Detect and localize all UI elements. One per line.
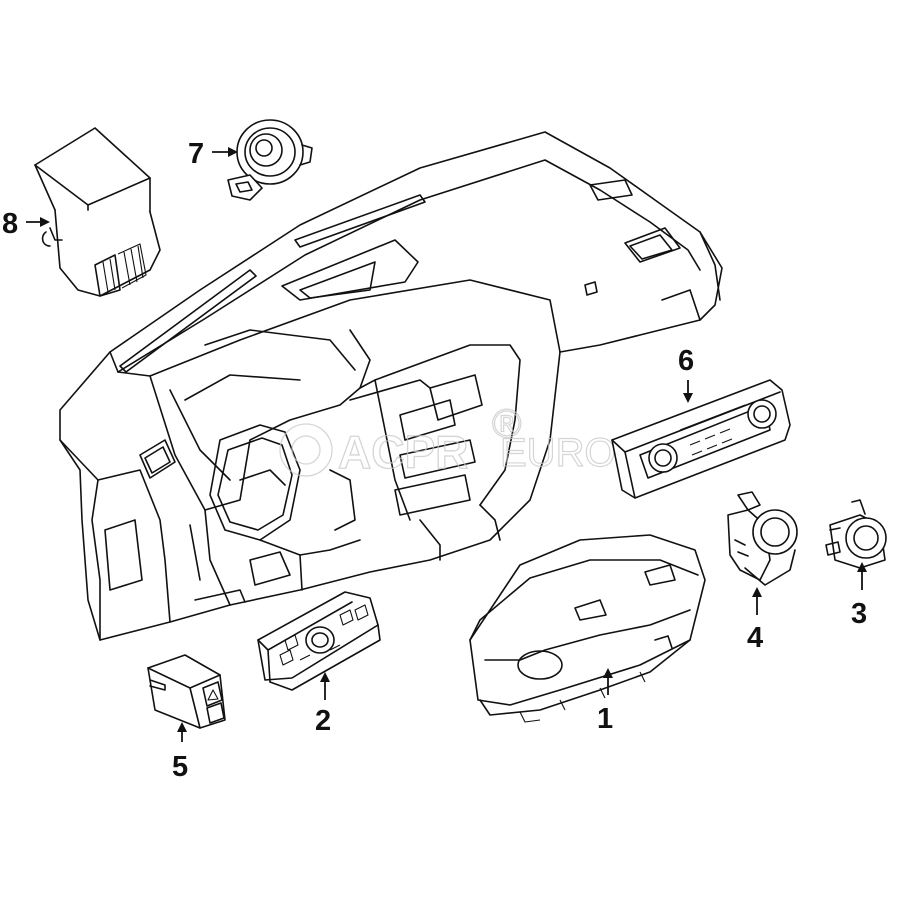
watermark-primary: ACPR <box>338 426 468 478</box>
callout-4: 4 <box>747 622 763 654</box>
callout-6: 6 <box>678 345 694 377</box>
watermark-secondary: EURO <box>500 431 616 475</box>
part-6-climate-control-panel <box>611 379 791 499</box>
arrow-4 <box>752 587 762 615</box>
arrow-3 <box>857 562 867 590</box>
callout-8: 8 <box>2 208 18 240</box>
part-1-instrument-cluster <box>469 534 706 723</box>
watermark-mark: ® <box>492 402 521 446</box>
dashboard-illustration <box>59 131 723 641</box>
watermark-logo-icon <box>279 423 333 477</box>
arrow-2 <box>320 672 330 700</box>
watermark: ACPR EURO ® <box>279 401 616 479</box>
callout-arrows <box>26 147 867 742</box>
part-5-hazard-switch <box>147 654 226 729</box>
callout-7: 7 <box>188 138 204 170</box>
callout-5: 5 <box>172 751 188 783</box>
callout-2: 2 <box>315 705 331 737</box>
arrow-5 <box>177 722 187 742</box>
part-2-headlight-switch <box>257 591 381 691</box>
callout-3: 3 <box>851 598 867 630</box>
arrow-8 <box>26 217 50 227</box>
part-3-rotary-switch <box>825 499 887 569</box>
part-8-control-module <box>34 127 161 297</box>
callout-1: 1 <box>597 703 613 735</box>
part-7-speaker <box>227 119 313 201</box>
callout-labels: 1 2 3 4 5 6 7 8 <box>2 138 867 783</box>
arrow-7 <box>212 147 238 157</box>
arrow-1 <box>603 668 613 695</box>
arrow-6 <box>683 380 693 403</box>
part-4-rotary-controller <box>727 491 798 586</box>
